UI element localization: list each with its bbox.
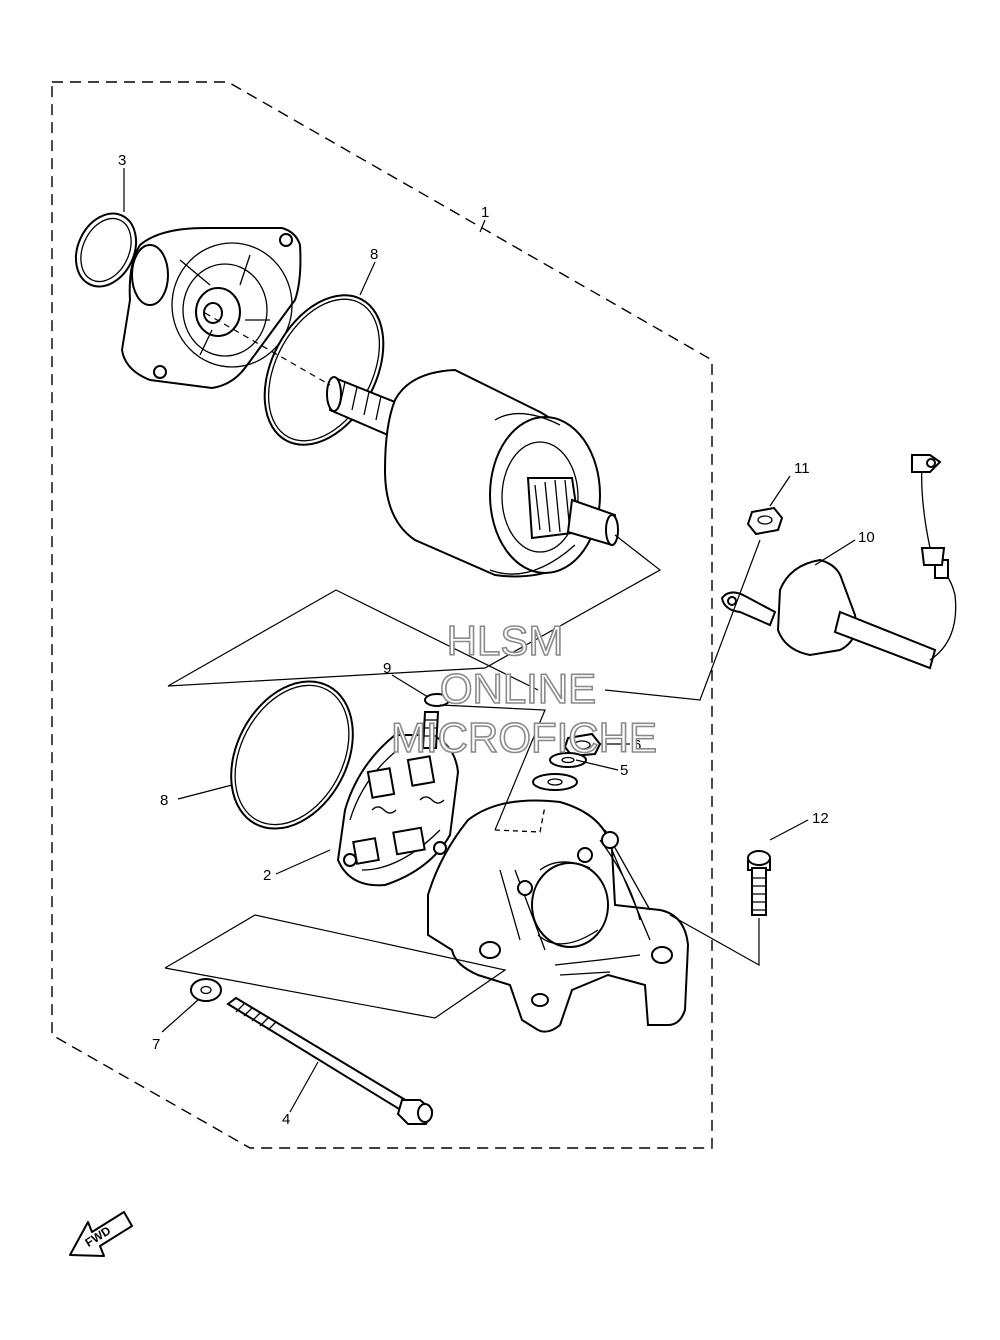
washer-5 <box>532 752 587 791</box>
callout-2: 2 <box>263 867 271 884</box>
front-cover <box>120 227 302 390</box>
callout-9: 9 <box>383 660 391 677</box>
watermark-line-1: HLSM <box>447 617 564 664</box>
callout-4: 4 <box>282 1111 290 1128</box>
nut-6 <box>563 732 602 758</box>
callout-5: 5 <box>620 762 628 779</box>
o-ring-9 <box>424 693 450 707</box>
o-ring-8-lower <box>230 680 354 830</box>
callout-11: 11 <box>794 460 810 477</box>
callout-3: 3 <box>118 152 126 169</box>
washer-7 <box>190 978 222 1002</box>
armature <box>326 368 619 578</box>
brush-holder <box>336 734 460 887</box>
watermark: HLSM ONLINE MICROFICHE <box>390 616 658 762</box>
callout-labels: 3 1 8 11 10 9 6 5 8 12 2 7 4 <box>118 152 875 1128</box>
long-bolt-4 <box>226 996 434 1125</box>
callout-8-upper: 8 <box>370 246 378 263</box>
callout-10: 10 <box>858 529 875 546</box>
callout-1: 1 <box>481 204 489 221</box>
callout-12: 12 <box>812 810 829 827</box>
terminal-bolt <box>421 711 440 749</box>
lead-wire-10 <box>720 454 957 670</box>
leader-lines <box>123 168 856 1113</box>
assembly-boundary <box>51 81 713 1149</box>
callout-8-lower: 8 <box>160 792 168 809</box>
watermark-line-2: ONLINE <box>440 665 596 712</box>
bolt-12 <box>747 850 771 916</box>
watermark-line-3: MICROFICHE <box>391 714 657 761</box>
fwd-arrow-icon: FWD <box>69 1211 133 1257</box>
callout-7: 7 <box>152 1036 160 1053</box>
nut-11 <box>746 506 784 536</box>
o-ring-3 <box>74 212 138 288</box>
rear-cover-bracket <box>427 799 690 1033</box>
callout-6: 6 <box>633 737 641 754</box>
